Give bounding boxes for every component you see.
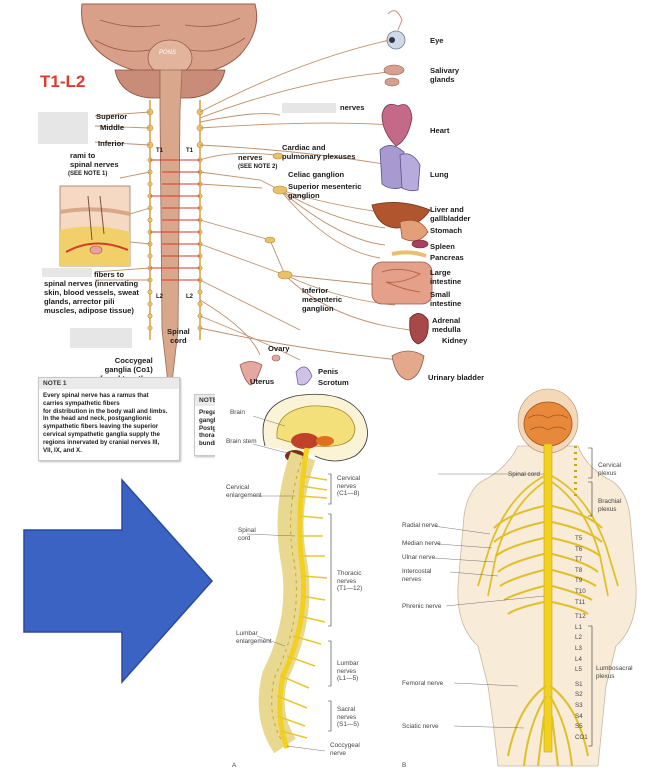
level: T7 [575, 556, 583, 564]
fibers-label: fibers to spinal nerves (innervating ski… [44, 270, 139, 315]
blank-cervical-ganglia [38, 112, 88, 144]
level: T10 [575, 587, 586, 595]
figA-thoracic-nerves: Thoracic nerves (T1—12) [337, 570, 363, 593]
l2-left: L2 [156, 294, 164, 300]
t1-right: T1 [186, 148, 194, 154]
rami-label: rami to spinal nerves [70, 151, 119, 169]
blank-nerves-top [282, 103, 336, 113]
blank-fibers [42, 268, 92, 277]
figB-spinal-cord: Spinal cord [508, 471, 540, 478]
level: S3 [575, 701, 583, 709]
figA-cervical-nerves: Cervical nerves (C1—8) [337, 475, 361, 498]
organ-uterus: Uterus [250, 377, 275, 386]
organ-stomach: Stomach [430, 226, 463, 235]
level: S5 [575, 723, 583, 731]
figB-intercostal-nerves: Intercostal nerves [402, 568, 432, 583]
figA-coccygeal-nerve: Coccygeal nerve [330, 742, 360, 757]
figB-median-nerve: Median nerve [402, 540, 441, 547]
note-1: NOTE 1 Every spinal nerve has a ramus th… [38, 377, 180, 461]
cardiac-plexus-label: Cardiac and pulmonary plexuses [282, 143, 356, 161]
l2-right: L2 [186, 294, 194, 300]
pons-label: PONS [159, 50, 177, 56]
figB-ulnar-nerve: Ulnar nerve [402, 554, 436, 561]
figA-letter: A [232, 762, 237, 769]
figure-b-art [433, 388, 637, 767]
figA-lumbar-nerves: Lumbar nerves (L1—5) [337, 660, 359, 683]
level: CO1 [575, 733, 588, 741]
figA-spinal-cord: Spinal cord [238, 527, 256, 542]
level: T11 [575, 598, 586, 606]
organ-bladder: Urinary bladder [428, 373, 485, 382]
figA-brain: Brain [230, 409, 245, 416]
note-1-body: Every spinal nerve has a ramus that carr… [43, 392, 168, 454]
chain-label-middle: Middle [100, 123, 125, 132]
level: L2 [575, 634, 582, 642]
organ-kidney: Kidney [442, 336, 468, 345]
rami-note: (SEE NOTE 1) [68, 171, 108, 177]
organ-scrotum: Scrotum [318, 378, 349, 387]
t1-left: T1 [156, 148, 164, 154]
level: T5 [575, 535, 583, 542]
nerves-mid-note: (SEE NOTE 2) [238, 164, 278, 170]
figA-sacral-nerves: Sacral nerves (S1—5) [337, 706, 360, 729]
nerves-mid-label: nerves [238, 153, 263, 162]
figB-brachial-plexus: Brachial plexus [598, 498, 622, 513]
organ-eye: Eye [430, 36, 444, 45]
figure-a-art [215, 386, 395, 782]
sup-mesenteric-label: Superior mesenteric ganglion [288, 182, 362, 200]
figB-letter: B [402, 762, 407, 769]
organ-penis: Penis [318, 367, 339, 376]
level: L4 [575, 655, 582, 663]
organ-heart: Heart [430, 126, 450, 135]
figB-lumbosacral-plexus: Lumbosacral plexus [596, 665, 633, 680]
level: S4 [575, 712, 583, 720]
figB-sciatic-nerve: Sciatic nerve [402, 723, 439, 730]
nerves-top-label: nerves [340, 103, 365, 112]
organ-salivary: Salivary glands [430, 66, 460, 84]
chain-label-inferior: Inferior [98, 139, 125, 148]
level: T8 [575, 566, 583, 574]
inf-mesenteric-label: Inferior mesenteric ganglion [302, 286, 343, 313]
figB-phrenic-nerve: Phrenic nerve [402, 603, 442, 610]
organ-pancreas: Pancreas [430, 253, 464, 262]
autonomic-diagram-art [59, 3, 433, 386]
level: L1 [575, 623, 582, 631]
level: S2 [575, 691, 583, 699]
figA-brain-stem: Brain stem [226, 438, 257, 445]
level: T6 [575, 545, 583, 553]
organ-lung: Lung [430, 170, 449, 179]
spinal-cord-label: Spinal cord [167, 327, 190, 345]
chain-label-superior: Superior [96, 112, 128, 121]
level: S1 [575, 680, 583, 688]
organ-adrenal: Adrenal medulla [432, 316, 461, 334]
region-title: T1-L2 [40, 72, 86, 91]
organ-ovary: Ovary [268, 344, 290, 353]
organ-large-intestine: Large intestine [430, 268, 462, 286]
organ-spleen: Spleen [430, 242, 455, 251]
level: L5 [575, 666, 582, 674]
organ-small-intestine: Small intestine [430, 290, 462, 308]
figB-cervical-plexus: Cervical plexus [598, 462, 622, 477]
figB-femoral-nerve: Femoral nerve [402, 680, 444, 687]
figB-radial-nerve: Radial nerve [402, 522, 438, 529]
level: L3 [575, 644, 582, 652]
right-arrow-icon [23, 478, 214, 684]
organ-liver: Liver and gallbladder [430, 205, 471, 223]
figA-lumbar-enlargement: Lumbar enlargement [236, 630, 272, 645]
blank-sympathetic-trunk [70, 328, 132, 348]
level: T12 [575, 613, 586, 621]
level: T9 [575, 577, 583, 585]
figB-level-list: T5 T6 T7 T8 T9 T10 T11 T12 L1 L2 L3 L4 L… [575, 534, 588, 743]
celiac-ganglion-label: Celiac ganglion [288, 170, 345, 179]
note-1-heading: NOTE 1 [39, 378, 179, 389]
figA-cervical-enlargement: Cervical enlargement [226, 484, 262, 499]
